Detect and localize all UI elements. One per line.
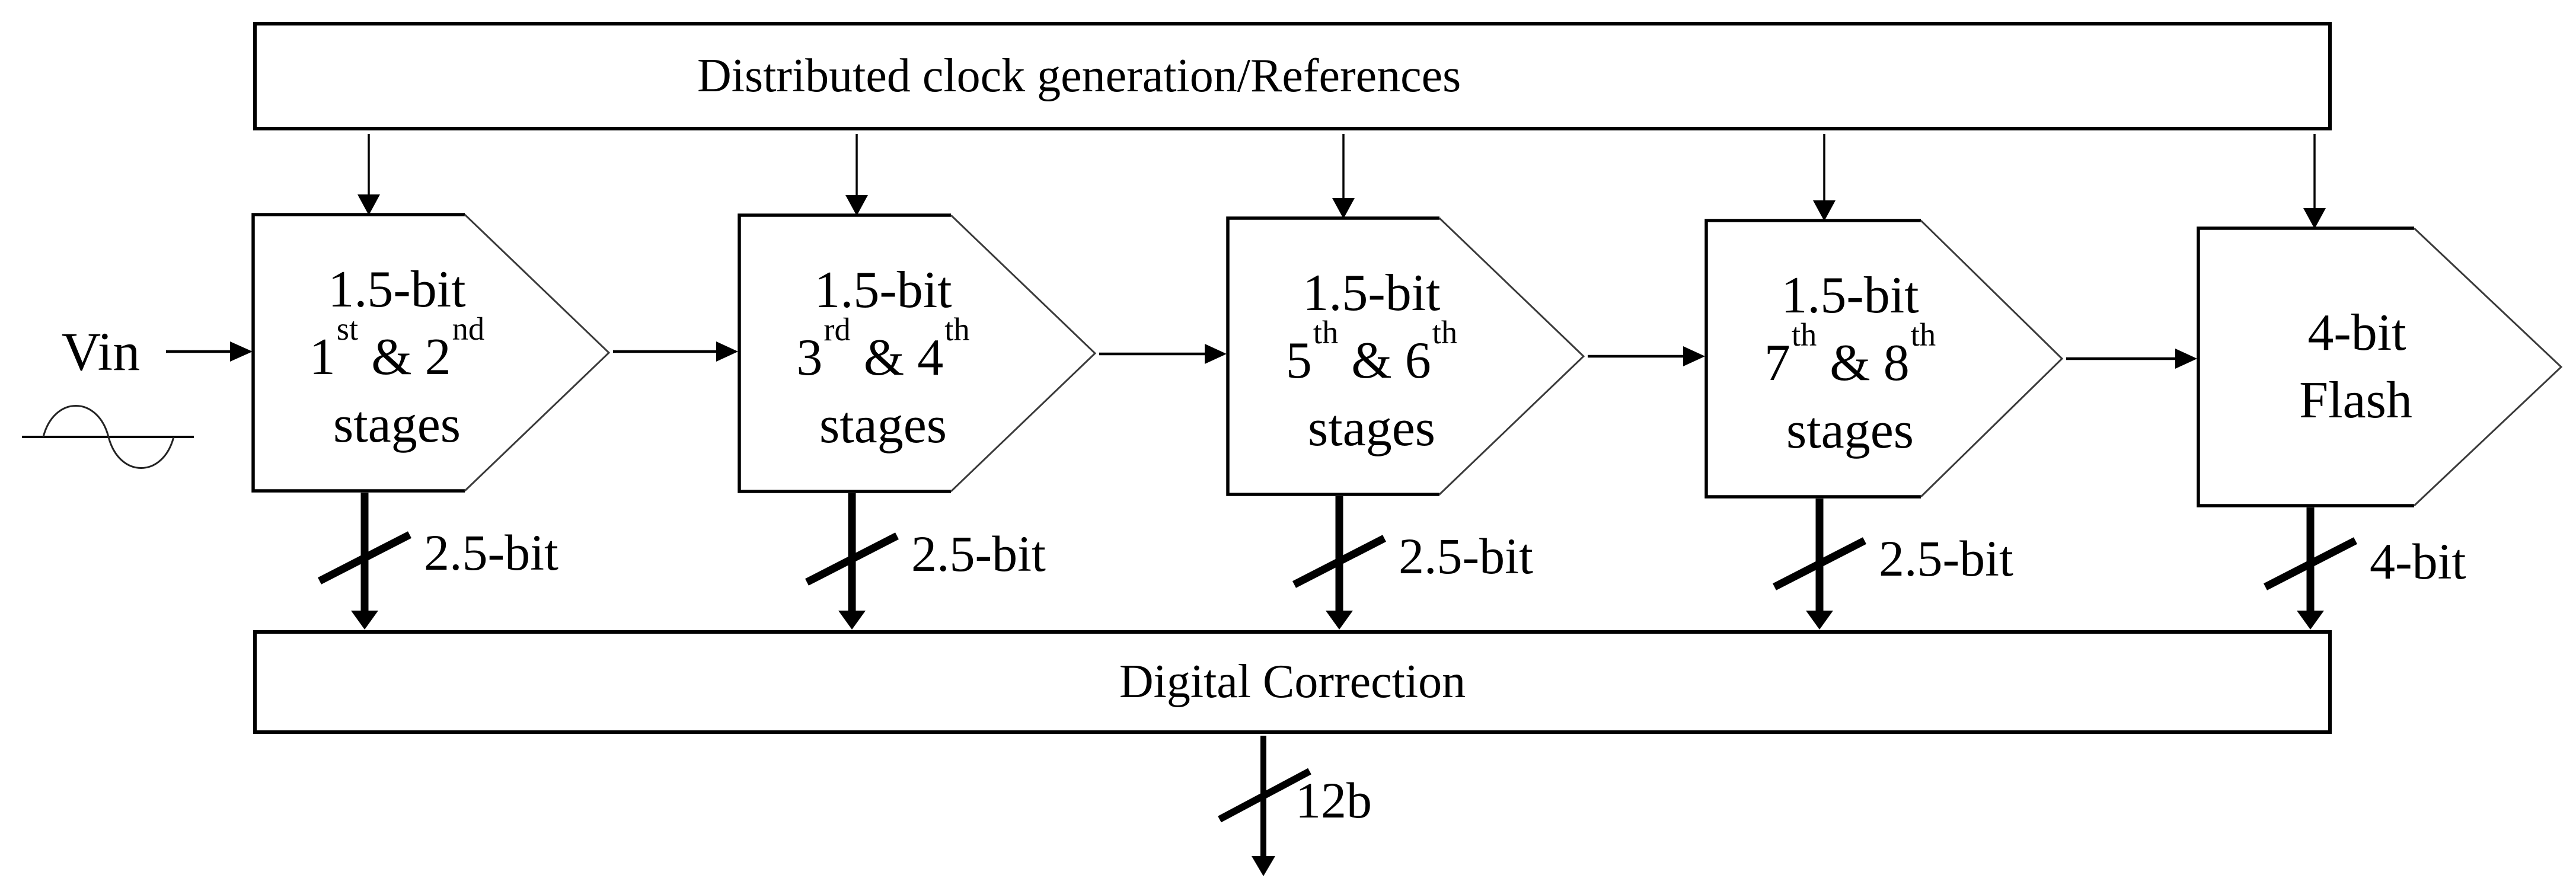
bus-label-2: 2.5-bit <box>911 525 1046 582</box>
bus-label-1: 2.5-bit <box>424 524 558 581</box>
digital-correction-box: Digital Correction <box>253 630 2332 734</box>
clock-arrow-2 <box>845 134 868 216</box>
flash-resolution: 4-bit <box>2307 304 2406 362</box>
clock-arrow-5 <box>2303 134 2326 229</box>
stage-3-resolution: 1.5-bit <box>1303 264 1441 322</box>
clock-arrow-4 <box>1813 134 1836 221</box>
bus-label-3: 2.5-bit <box>1399 528 1533 585</box>
bus-arrow-1 <box>318 493 411 630</box>
stage-1-word: stages <box>333 396 461 454</box>
stage-1-resolution: 1.5-bit <box>328 261 466 318</box>
output-slash <box>1218 768 1311 823</box>
clock-generation-box: Distributed clock generation/References <box>253 22 2332 130</box>
stage-arrow-1-2 <box>613 341 738 362</box>
stage-2-resolution: 1.5-bit <box>814 261 952 319</box>
stage-block-1: 1.5-bit 1st & 2nd stages <box>253 215 541 496</box>
sine-wave-icon <box>22 405 194 469</box>
bus-slash-4 <box>1773 537 1866 590</box>
stage-arrow-3-4 <box>1588 346 1705 366</box>
stage-4-resolution: 1.5-bit <box>1781 267 1919 324</box>
bus-arrow-2 <box>805 493 899 630</box>
bus-label-4: 2.5-bit <box>1879 530 2013 587</box>
stage-3-word: stages <box>1307 400 1436 457</box>
stage-1-ordinals: 1st & 2nd <box>309 311 485 386</box>
output-arrow <box>1218 736 1311 876</box>
stage-block-4: 1.5-bit 7th & 8th stages <box>1706 221 1994 502</box>
bus-slash-3 <box>1292 535 1386 588</box>
stage-arrow-4-5 <box>2066 349 2197 369</box>
bus-arrow-5 <box>2264 507 2357 630</box>
flash-word: Flash <box>2299 372 2412 429</box>
bus-arrow-4 <box>1773 499 1866 630</box>
stage-arrow-2-3 <box>1099 344 1227 364</box>
stage-pentagon-4 <box>1704 219 2064 499</box>
stage-block-flash: 4-bit Flash <box>2198 228 2516 523</box>
digital-correction-label: Digital Correction <box>1119 656 1466 708</box>
clock-generation-label: Distributed clock generation/References <box>697 50 1461 102</box>
stage-block-2: 1.5-bit 3rd & 4th stages <box>739 215 1027 496</box>
bus-label-5: 4-bit <box>2370 533 2466 590</box>
stage-3-ordinals: 5th & 6th <box>1285 314 1458 389</box>
stage-2-ordinals: 3rd & 4th <box>796 311 970 387</box>
stage-pentagon-2 <box>738 213 1097 493</box>
stage-pentagon-1 <box>251 213 611 493</box>
stage-block-3: 1.5-bit 5th & 6th stages <box>1228 218 1515 499</box>
vin-input-arrow <box>166 341 253 362</box>
stage-4-ordinals: 7th & 8th <box>1764 317 1936 392</box>
stage-4-word: stages <box>1786 402 1914 459</box>
bus-arrow-3 <box>1292 496 1386 630</box>
clock-arrow-1 <box>357 134 380 215</box>
bus-slash-1 <box>318 531 411 585</box>
bus-slash-2 <box>805 532 899 586</box>
vin-label: Vin <box>61 321 141 382</box>
clock-arrow-3 <box>1332 134 1355 219</box>
bus-slash-5 <box>2264 537 2357 590</box>
stage-pentagon-3 <box>1226 216 1585 496</box>
stage-2-word: stages <box>819 397 947 454</box>
stage-pentagon-5 <box>2197 226 2563 507</box>
output-bus-label: 12b <box>1295 772 1372 829</box>
